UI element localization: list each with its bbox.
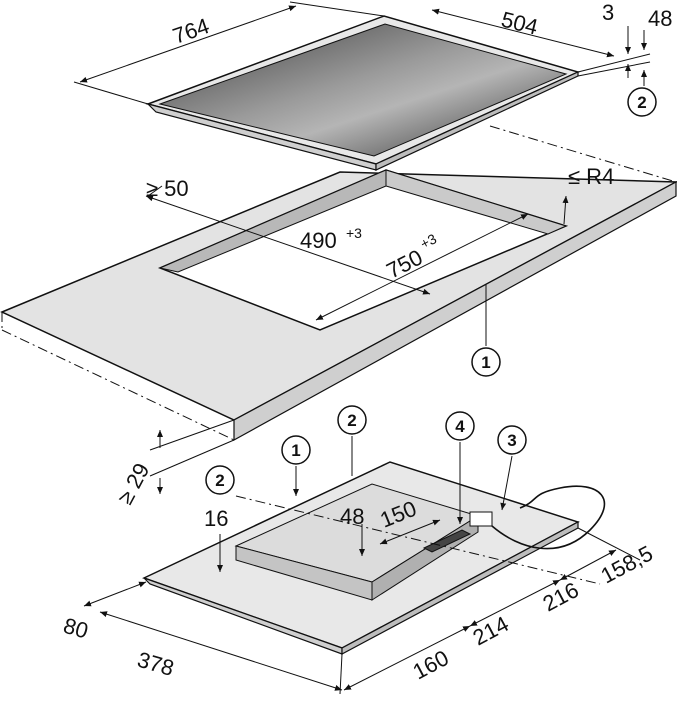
cutout-front-edge-label: ≥ 50 [146,176,189,201]
underside-dim-160: 160 [409,645,453,684]
hob-width-label: 504 [499,7,541,40]
callout-3-underside: 3 [497,425,527,455]
underside-dim-158-5: 158,5 [597,540,657,588]
hob-depth-label: 764 [169,13,212,49]
svg-text:3: 3 [507,431,516,450]
underside-depth-left-label: 16 [204,506,228,531]
callout-2-underside-left: 2 [205,465,235,495]
svg-text:+3: +3 [418,230,440,252]
underside-dim-80: 80 [61,613,91,644]
underside-dimensions [83,436,641,695]
callout-2-top: 2 [627,87,657,117]
worktop-thickness-label: ≥ 29 [112,459,154,508]
svg-text:2: 2 [347,411,356,430]
svg-text:490: 490 [300,228,337,253]
underside-dim-378: 378 [135,647,177,681]
svg-text:1: 1 [481,353,490,372]
hob-drawing [145,15,581,171]
hob-dimensions [73,1,651,105]
underside-depth-mid-label: 48 [340,504,364,529]
cutout-radius-label: ≤ R4 [568,164,614,189]
svg-text:4: 4 [455,417,465,436]
callout-2-underside-mid: 2 [337,405,367,435]
svg-text:+3: +3 [346,225,362,241]
svg-text:2: 2 [215,471,224,490]
hob-total-height-label: 48 [648,6,672,31]
underside-dim-214: 214 [469,611,513,650]
hob-rim-height-label: 3 [602,0,614,25]
cutout-depth-label: 490 +3 [300,225,362,253]
underside-dim-216: 216 [539,577,583,616]
callout-1-underside: 1 [281,435,311,465]
cutout-dimensions [145,185,569,494]
svg-text:2: 2 [637,93,646,112]
callout-1-worktop: 1 [471,347,501,377]
svg-text:1: 1 [291,441,300,460]
callout-4-underside: 4 [445,411,475,441]
